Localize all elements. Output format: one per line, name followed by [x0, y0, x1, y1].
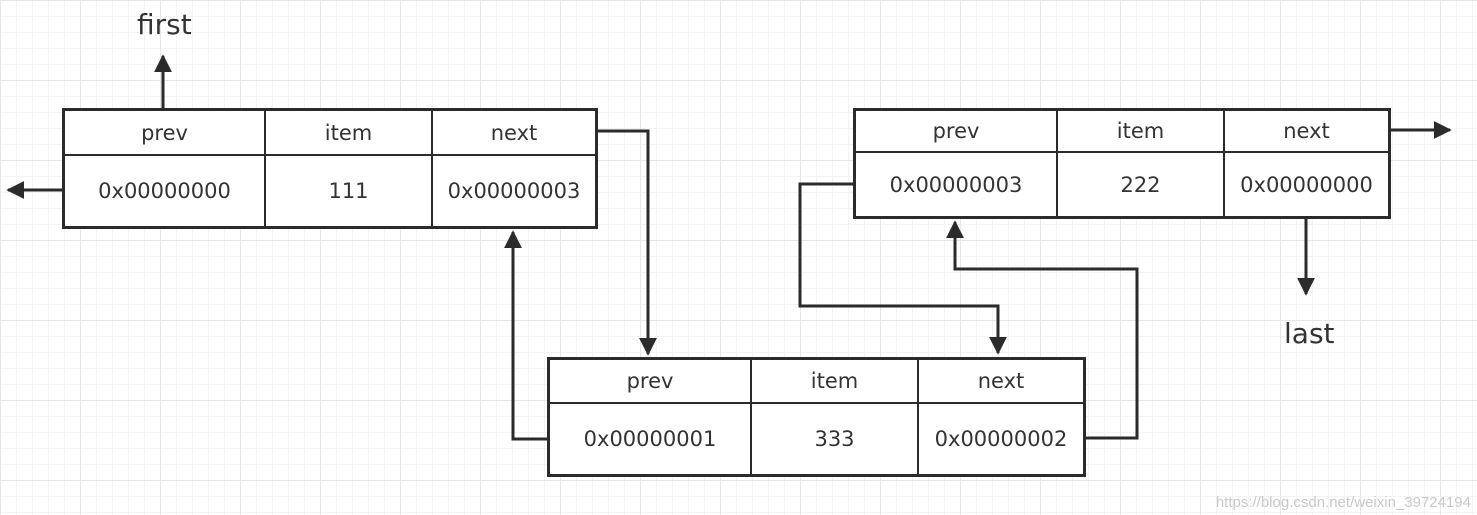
next-value: 0x00000002 — [934, 427, 1068, 451]
arrow-node3-next-to-node2 — [946, 220, 1139, 440]
list-node-1: prev item next 0x00000000 111 0x00000003 — [62, 108, 598, 229]
item-value: 222 — [1058, 153, 1225, 216]
prev-value: 0x00000003 — [856, 153, 1058, 216]
arrow-node3-prev-to-node1 — [504, 230, 548, 441]
prev-value: 0x00000001 — [550, 404, 752, 474]
item-value: 333 — [752, 404, 919, 474]
item-value: 111 — [266, 156, 433, 226]
item-header: item — [266, 111, 433, 156]
prev-header: prev — [550, 360, 752, 404]
prev-header: prev — [65, 111, 266, 156]
first-label: first — [137, 8, 192, 41]
watermark: https://blog.csdn.net/weixin_39724194 — [1215, 494, 1471, 511]
prev-header: prev — [856, 111, 1058, 153]
item-header: item — [1058, 111, 1225, 153]
next-value: 0x00000003 — [447, 179, 581, 203]
next-header: next — [1225, 111, 1388, 153]
next-header: next — [433, 111, 595, 156]
arrow-node2-prev-to-node3 — [798, 182, 1007, 355]
last-label: last — [1284, 317, 1335, 350]
arrow-node1-next-to-node3 — [597, 129, 657, 356]
next-header: next — [919, 360, 1083, 404]
list-node-2: prev item next 0x00000003 222 0x00000000 — [853, 108, 1391, 219]
item-header: item — [752, 360, 919, 404]
list-node-3: prev item next 0x00000001 333 0x00000002 — [547, 357, 1086, 477]
next-value: 0x00000000 — [1240, 172, 1373, 197]
prev-value: 0x00000000 — [65, 156, 266, 226]
